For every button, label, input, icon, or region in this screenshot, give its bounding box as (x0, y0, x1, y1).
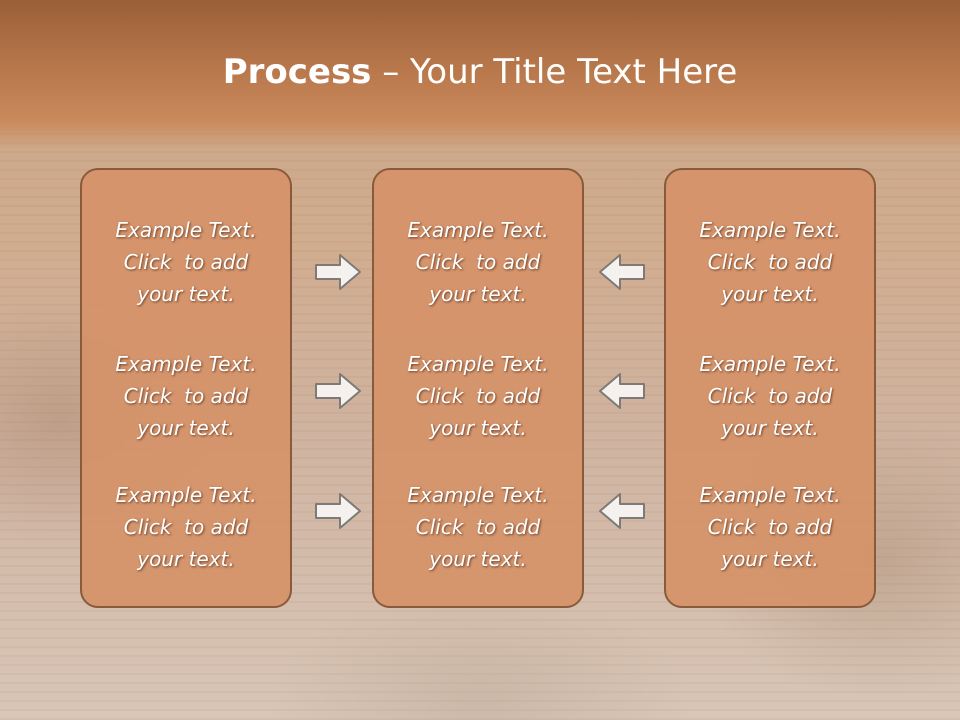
text-line: Click to add (415, 384, 541, 408)
text-line: your text. (429, 547, 527, 571)
text-line: Click to add (707, 384, 833, 408)
text-line: Example Text. (407, 483, 549, 507)
text-line: Click to add (707, 250, 833, 274)
text-line: your text. (721, 416, 819, 440)
text-line: your text. (721, 282, 819, 306)
text-line: Example Text. (699, 483, 841, 507)
text-line: Click to add (123, 384, 249, 408)
text-line: your text. (429, 282, 527, 306)
text-line: your text. (137, 547, 235, 571)
text-line: Click to add (415, 250, 541, 274)
text-line: your text. (721, 547, 819, 571)
process-panel-left[interactable]: Example Text. Click to add your text. Ex… (80, 168, 292, 608)
text-line: Example Text. (115, 352, 257, 376)
text-line: Example Text. (407, 352, 549, 376)
left-arrow-icon (599, 493, 645, 529)
panel-text[interactable]: Example Text. Click to add your text. (82, 214, 290, 310)
text-line: your text. (137, 416, 235, 440)
text-line: Example Text. (115, 483, 257, 507)
process-panel-right[interactable]: Example Text. Click to add your text. Ex… (664, 168, 876, 608)
panel-text[interactable]: Example Text. Click to add your text. (374, 348, 582, 444)
right-arrow-icon (315, 373, 361, 409)
text-line: Click to add (123, 515, 249, 539)
text-line: Example Text. (699, 218, 841, 242)
left-arrow-icon (599, 373, 645, 409)
text-line: your text. (137, 282, 235, 306)
right-arrow-icon (315, 254, 361, 290)
panel-text[interactable]: Example Text. Click to add your text. (666, 479, 874, 575)
slide-title[interactable]: Process – Your Title Text Here (0, 52, 960, 92)
panel-text[interactable]: Example Text. Click to add your text. (666, 214, 874, 310)
panel-text[interactable]: Example Text. Click to add your text. (82, 479, 290, 575)
text-line: Example Text. (115, 218, 257, 242)
text-line: your text. (429, 416, 527, 440)
panel-text[interactable]: Example Text. Click to add your text. (82, 348, 290, 444)
text-line: Click to add (123, 250, 249, 274)
title-band (0, 0, 960, 150)
text-line: Click to add (415, 515, 541, 539)
process-panel-center[interactable]: Example Text. Click to add your text. Ex… (372, 168, 584, 608)
panel-text[interactable]: Example Text. Click to add your text. (374, 479, 582, 575)
text-line: Example Text. (699, 352, 841, 376)
panel-text[interactable]: Example Text. Click to add your text. (666, 348, 874, 444)
left-arrow-icon (599, 254, 645, 290)
text-line: Example Text. (407, 218, 549, 242)
title-text: – Your Title Text Here (371, 52, 738, 92)
title-bold: Process (222, 52, 372, 92)
right-arrow-icon (315, 493, 361, 529)
text-line: Click to add (707, 515, 833, 539)
panel-text[interactable]: Example Text. Click to add your text. (374, 214, 582, 310)
